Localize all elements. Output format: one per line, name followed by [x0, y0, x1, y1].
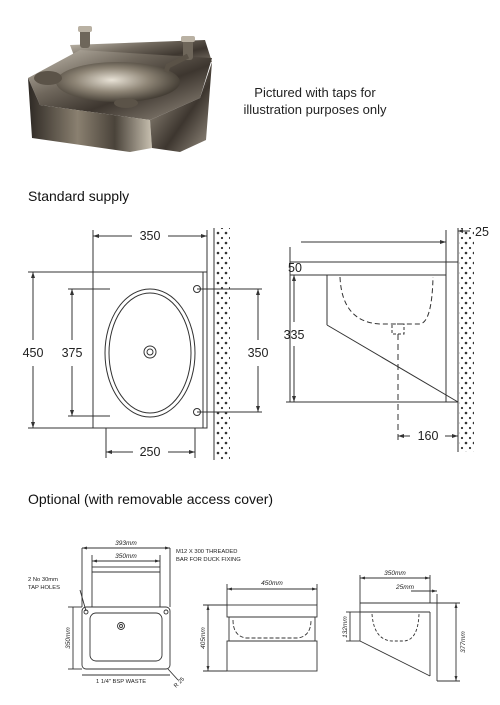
dim-width-350mm: 350mm	[115, 553, 137, 560]
dim-fixing-350: 350	[248, 346, 269, 360]
dim-bowl-375: 375	[62, 346, 83, 360]
fixing-note-line-1: M12 X 300 THREADED	[176, 549, 237, 555]
dim-width-top: 350	[140, 229, 161, 243]
tap-holes-line-2: TAP HOLES	[28, 585, 60, 591]
dim-rim-50: 50	[288, 261, 302, 275]
fixing-note-line-2: BAR FOR DUCK FIXING	[176, 557, 241, 563]
optional-heading: Optional (with removable access cover)	[28, 491, 274, 507]
dim-height-350mm: 350mm	[65, 627, 72, 649]
caption-line-2: illustration purposes only	[243, 102, 387, 117]
dim-height-450: 450	[23, 346, 44, 360]
waste-label: 1 1/4" BSP WASTE	[96, 679, 146, 685]
dim-depth-25mm: 25mm	[395, 584, 415, 591]
tap-holes-line-1: 2 No 30mm	[28, 577, 58, 583]
dim-depth-25: 25	[475, 225, 489, 239]
dim-projection-335: 335	[284, 328, 305, 342]
dim-width-bottom: 250	[140, 445, 161, 459]
dim-height-377mm: 377mm	[460, 631, 467, 653]
dim-rim-132mm: 132mm	[342, 616, 349, 638]
dim-width-393mm: 393mm	[115, 540, 137, 547]
dim-width-450mm: 450mm	[261, 580, 283, 587]
photo-caption: Pictured with taps for illustration purp…	[220, 84, 410, 118]
caption-line-1: Pictured with taps for	[254, 85, 376, 100]
dim-width-350mm-side: 350mm	[384, 570, 406, 577]
dim-height-405mm: 405mm	[200, 627, 207, 649]
standard-supply-heading: Standard supply	[28, 188, 130, 204]
dim-offset-160: 160	[418, 429, 439, 443]
